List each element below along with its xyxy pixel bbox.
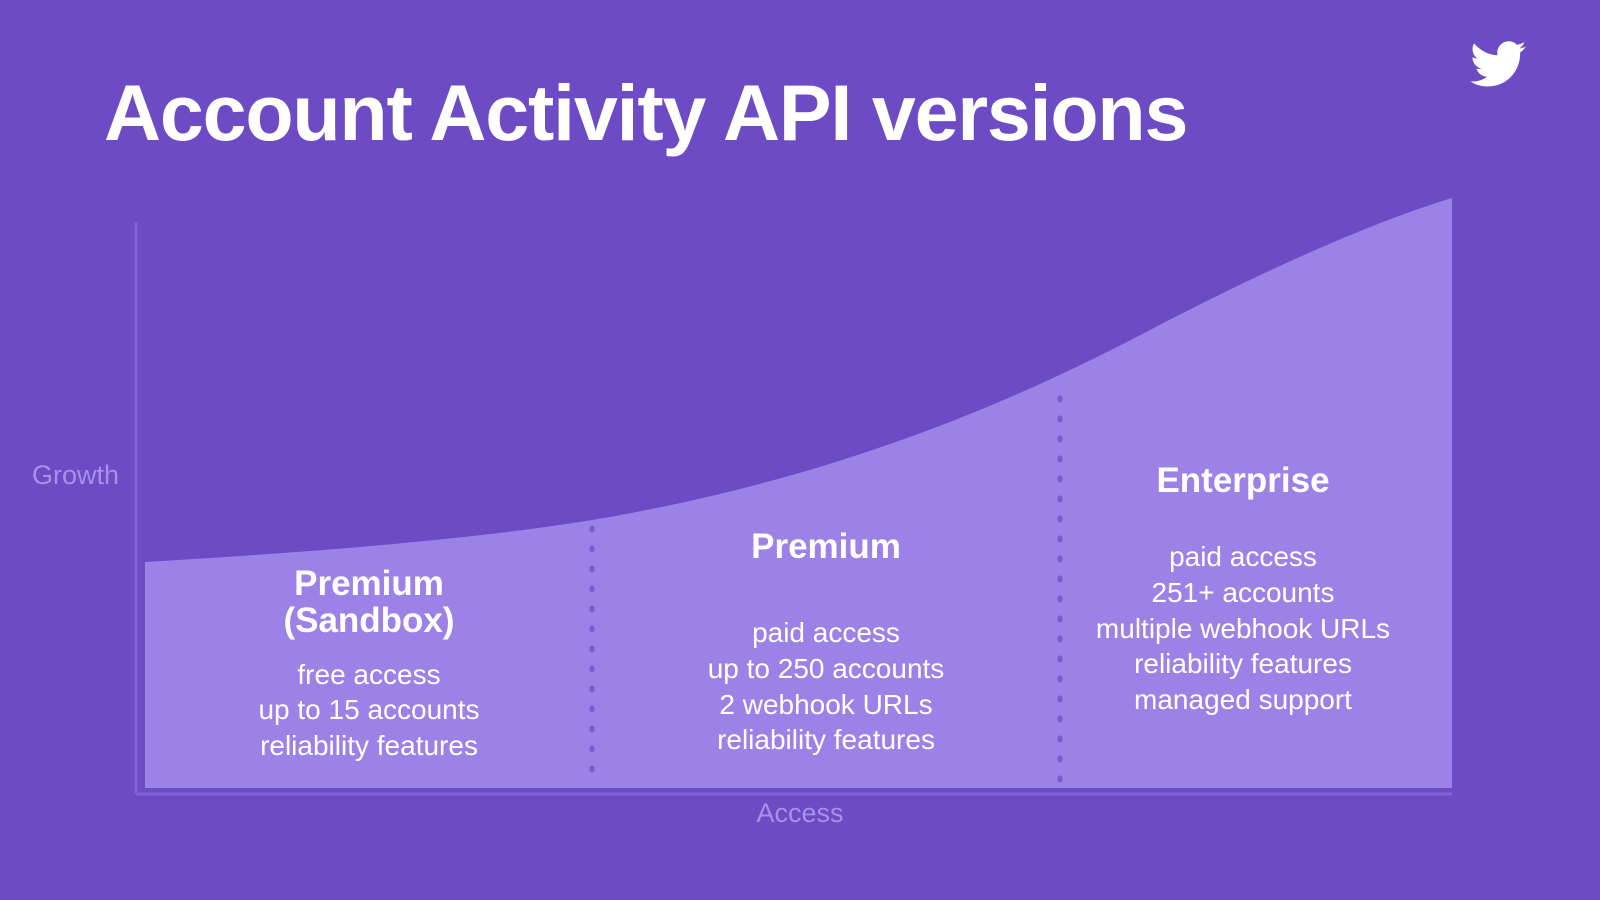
tier-sandbox-title: Premium (Sandbox) [146,565,592,640]
tier-enterprise-features: paid access 251+ accounts multiple webho… [1062,539,1424,717]
tier-premium-title-line-1: Premium [751,527,901,566]
tier-sandbox-feature-2: up to 15 accounts [258,694,480,726]
tier-premium-feature-2: up to 250 accounts [707,652,945,684]
tier-sandbox-feature-3: reliability features [260,729,478,761]
tier-premium-sandbox: Premium (Sandbox) free access up to 15 a… [146,565,592,764]
tier-enterprise-feature-2: 251+ accounts [1151,576,1335,608]
tier-enterprise-title: Enterprise [1062,461,1424,500]
tier-sandbox-title-line-1: Premium [294,564,444,603]
tier-enterprise: Enterprise paid access 251+ accounts mul… [1062,462,1424,717]
tier-sandbox-title-line-2: (Sandbox) [283,601,455,641]
tier-enterprise-feature-5: managed support [1134,683,1352,715]
tier-enterprise-feature-4: reliability features [1134,648,1352,680]
tier-enterprise-feature-1: paid access [1169,541,1317,573]
tier-premium-features: paid access up to 250 accounts 2 webhook… [592,615,1060,757]
y-axis-label: Growth [32,460,120,490]
tier-premium-feature-1: paid access [752,617,900,649]
tier-enterprise-feature-3: multiple webhook URLs [1095,612,1391,644]
twitter-bird-icon [1470,40,1526,88]
x-axis-label: Access [756,798,844,828]
area-fill-path [145,198,1452,788]
tier-premium-feature-4: reliability features [717,724,935,756]
page-title: Account Activity API versions [104,68,1188,157]
tier-sandbox-feature-1: free access [297,658,441,690]
tier-sandbox-features: free access up to 15 accounts reliabilit… [146,657,592,764]
tier-premium-title: Premium [592,527,1060,566]
tier-enterprise-title-line-1: Enterprise [1156,461,1330,500]
tier-premium: Premium paid access up to 250 accounts 2… [592,528,1060,758]
tier-premium-feature-3: 2 webhook URLs [719,688,933,720]
